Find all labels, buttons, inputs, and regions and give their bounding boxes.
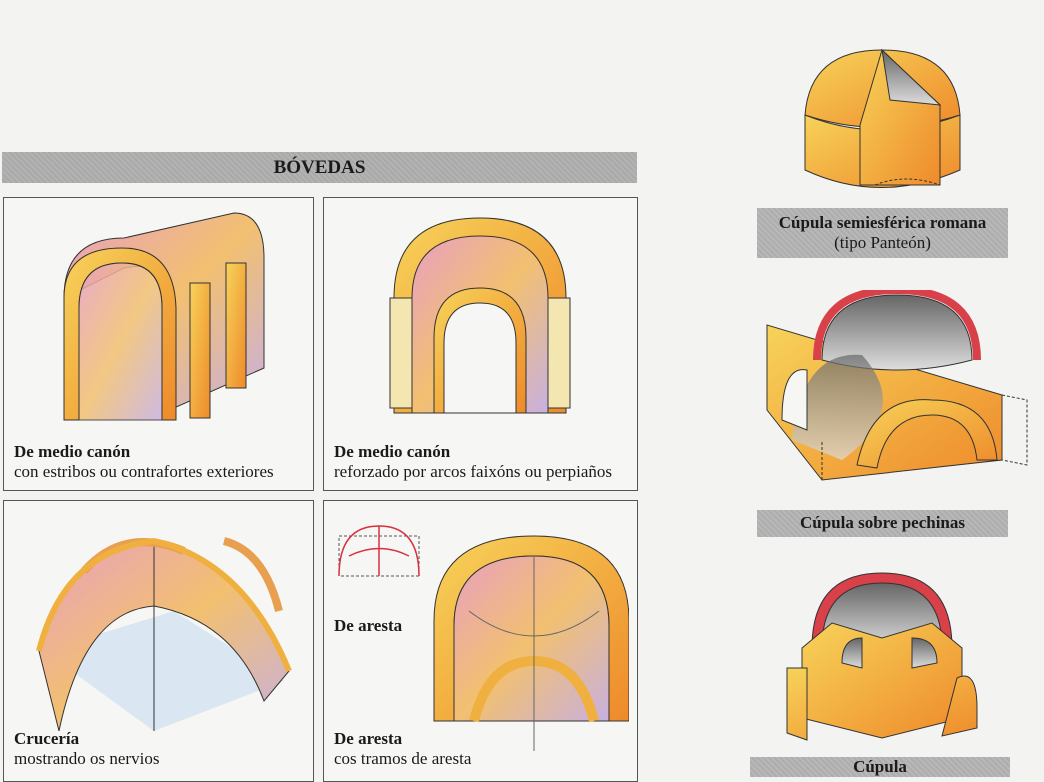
panel-subtitle: mostrando os nervios <box>14 749 160 768</box>
panel-caption: De medio canón con estribos ou contrafor… <box>14 442 274 482</box>
groin-diagram <box>338 525 420 577</box>
section-title: BÓVEDAS <box>273 157 366 178</box>
panel-ribbed-vault: Crucería mostrando os nervios <box>3 500 314 782</box>
panel-caption: De aresta cos tramos de aresta <box>334 729 471 769</box>
groin-vault-illustration <box>433 535 629 751</box>
roman-dome-illustration <box>804 48 961 188</box>
panel-title: De aresta <box>334 729 403 748</box>
pendentive-dome-illustration <box>766 290 1028 481</box>
caption-roman-dome: Cúpula semiesférica romana (tipo Panteón… <box>757 208 1008 258</box>
caption-third-dome: Cúpula <box>750 757 1010 777</box>
caption-pendentive-dome: Cúpula sobre pechinas <box>757 510 1008 537</box>
dome-title: Cúpula sobre pechinas <box>799 513 965 532</box>
panel-title: De medio canón <box>334 442 451 461</box>
dome-title: Cúpula <box>853 757 907 776</box>
inset-label: De aresta <box>334 616 403 635</box>
barrel-vault-illustration <box>63 212 265 421</box>
dome-title: Cúpula semiesférica romana <box>778 213 987 232</box>
dome-subtitle: (tipo Panteón) <box>834 233 931 252</box>
panel-subtitle: con estribos ou contrafortes exteriores <box>14 462 274 481</box>
panel-groin-vault: De aresta De aresta cos tramos de aresta <box>323 500 638 782</box>
panel-barrel-vault-buttresses: De medio canón con estribos ou contrafor… <box>3 197 314 491</box>
panel-title: Crucería <box>14 729 80 748</box>
dome-third-illustration <box>786 572 978 741</box>
ribbed-vault-illustration <box>36 537 292 731</box>
panel-caption: De medio canón reforzado por arcos faixó… <box>334 442 612 482</box>
section-header: BÓVEDAS <box>2 152 637 183</box>
panel-caption: Crucería mostrando os nervios <box>14 729 159 769</box>
panel-subtitle: reforzado por arcos faixóns ou perpiaños <box>334 462 613 481</box>
panel-subtitle: cos tramos de aresta <box>334 749 472 768</box>
reinforced-barrel-illustration <box>389 217 571 414</box>
panel-barrel-vault-arches: De medio canón reforzado por arcos faixó… <box>323 197 638 491</box>
panel-title: De medio canón <box>14 442 131 461</box>
